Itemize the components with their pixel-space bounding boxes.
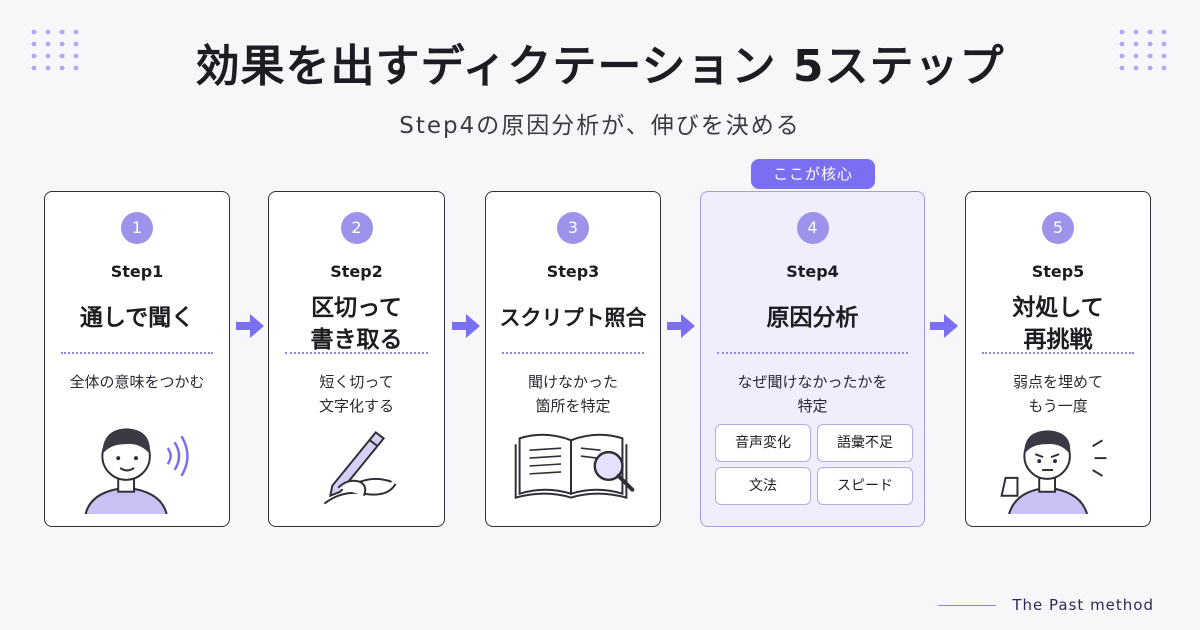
listening-person-icon bbox=[84, 428, 189, 514]
step-card-3: 3 Step3 スクリプト照合 聞けなかった 箇所を特定 bbox=[485, 191, 661, 527]
step-number-badge: 5 bbox=[1042, 212, 1074, 244]
step-description: 弱点を埋めて もう一度 bbox=[1012, 373, 1103, 415]
step-label: Step2 bbox=[330, 262, 383, 281]
step-number-badge: 4 bbox=[796, 212, 829, 244]
step-title: 区切って 書き取る bbox=[310, 295, 403, 353]
step-description: 短く切って 文字化する bbox=[318, 373, 394, 415]
step-description: なぜ聞けなかったかを 特定 bbox=[737, 373, 888, 415]
step-number-badge: 1 bbox=[121, 212, 153, 244]
step-title: スクリプト照合 bbox=[499, 306, 647, 330]
arrow-right-icon bbox=[452, 314, 480, 338]
pen-writing-icon bbox=[323, 431, 397, 505]
step-label: Step3 bbox=[546, 262, 600, 281]
page-subtitle: Step4の原因分析が、伸びを決める bbox=[399, 113, 801, 139]
cause-chip: スピード bbox=[817, 467, 913, 505]
dot-grid-decoration bbox=[1119, 29, 1167, 71]
determined-person-icon bbox=[1000, 430, 1107, 514]
cause-chip: 音声変化 bbox=[715, 424, 811, 462]
step-card-1: 1 Step1 通しで聞く 全体の意味をつかむ bbox=[44, 191, 230, 527]
highlight-badge: ここが核心 bbox=[751, 159, 875, 189]
step-label: Step1 bbox=[110, 262, 164, 281]
dotted-divider bbox=[502, 352, 644, 354]
footer-rule bbox=[938, 605, 996, 606]
step-label: Step5 bbox=[1031, 262, 1085, 281]
arrow-right-icon bbox=[236, 314, 264, 338]
step-description: 全体の意味をつかむ bbox=[69, 373, 205, 391]
step-title: 対処して 再挑戦 bbox=[1012, 295, 1104, 353]
step-title: 原因分析 bbox=[766, 305, 859, 331]
dotted-divider bbox=[982, 352, 1134, 354]
arrow-right-icon bbox=[667, 314, 695, 338]
dot-grid-decoration bbox=[31, 29, 79, 71]
dotted-divider bbox=[717, 352, 908, 354]
cause-chip: 語彙不足 bbox=[817, 424, 913, 462]
step-number-badge: 2 bbox=[340, 212, 373, 244]
arrow-right-icon bbox=[930, 314, 958, 338]
step-card-4: 4 Step4 原因分析 なぜ聞けなかったかを 特定 音声変化 語彙不足 文法 … bbox=[700, 191, 925, 527]
step-description: 聞けなかった 箇所を特定 bbox=[527, 373, 618, 415]
footer-brand: The Past method bbox=[1012, 596, 1154, 614]
step-number-badge: 3 bbox=[557, 212, 589, 244]
step-label: Step4 bbox=[786, 262, 839, 281]
dotted-divider bbox=[61, 352, 213, 354]
page-title: 効果を出すディクテーション 5ステップ bbox=[195, 41, 1005, 92]
book-magnifier-icon bbox=[514, 433, 635, 499]
step-card-5: 5 Step5 対処して 再挑戦 弱点を埋めて もう一度 bbox=[965, 191, 1151, 527]
step-card-2: 2 Step2 区切って 書き取る 短く切って 文字化する bbox=[268, 191, 445, 527]
step-title: 通しで聞く bbox=[79, 305, 195, 331]
cause-chip: 文法 bbox=[715, 467, 811, 505]
dotted-divider bbox=[285, 352, 428, 354]
